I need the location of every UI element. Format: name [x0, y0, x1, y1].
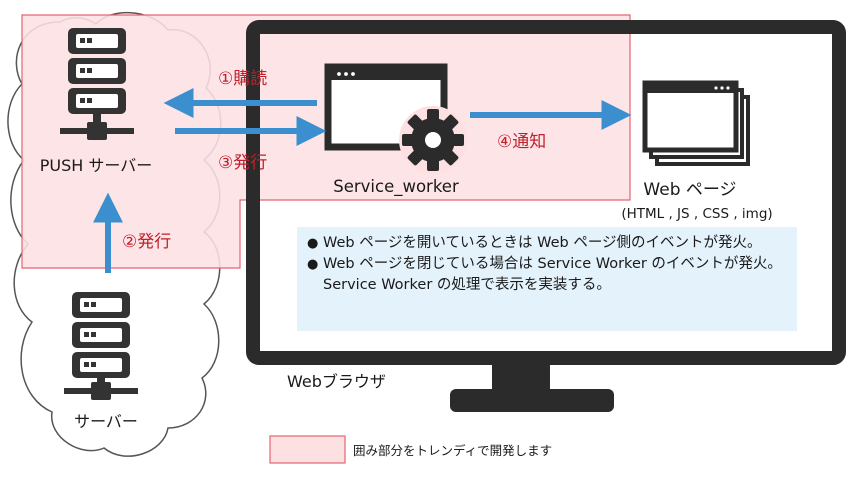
legend-text: 囲み部分をトレンディで開発します — [353, 443, 552, 458]
monitor-icon — [246, 20, 846, 412]
origin-server-icon — [64, 292, 138, 400]
web-page-icon — [642, 80, 750, 166]
service-worker-label: Service_worker — [333, 177, 459, 197]
arrow-label-issue-to-push: ②発行 — [122, 232, 171, 252]
web-page-sub-label: (HTML , JS , CSS , img) — [621, 206, 772, 222]
info-item-page-closed: Web ページを閉じている場合は Service Worker のイベントが発火… — [307, 254, 787, 296]
arrow-label-notify: ④通知 — [497, 132, 546, 152]
browser-label: Webブラウザ — [287, 372, 386, 391]
push-server-icon — [60, 28, 134, 140]
push-server-label: PUSH サーバー — [40, 156, 152, 175]
arrow-label-subscribe: ①購読 — [218, 69, 267, 89]
info-item-page-open: Web ページを開いているときは Web ページ側のイベントが発火。 — [307, 233, 787, 254]
arrow-label-issue-to-worker: ③発行 — [218, 153, 267, 173]
info-box: Web ページを開いているときは Web ページ側のイベントが発火。 Web ペ… — [297, 227, 797, 331]
origin-server-label: サーバー — [74, 412, 138, 431]
web-page-label: Web ページ — [643, 180, 736, 200]
service-worker-window-icon — [324, 63, 448, 151]
gear-icon — [399, 106, 467, 174]
legend-swatch — [269, 435, 346, 464]
